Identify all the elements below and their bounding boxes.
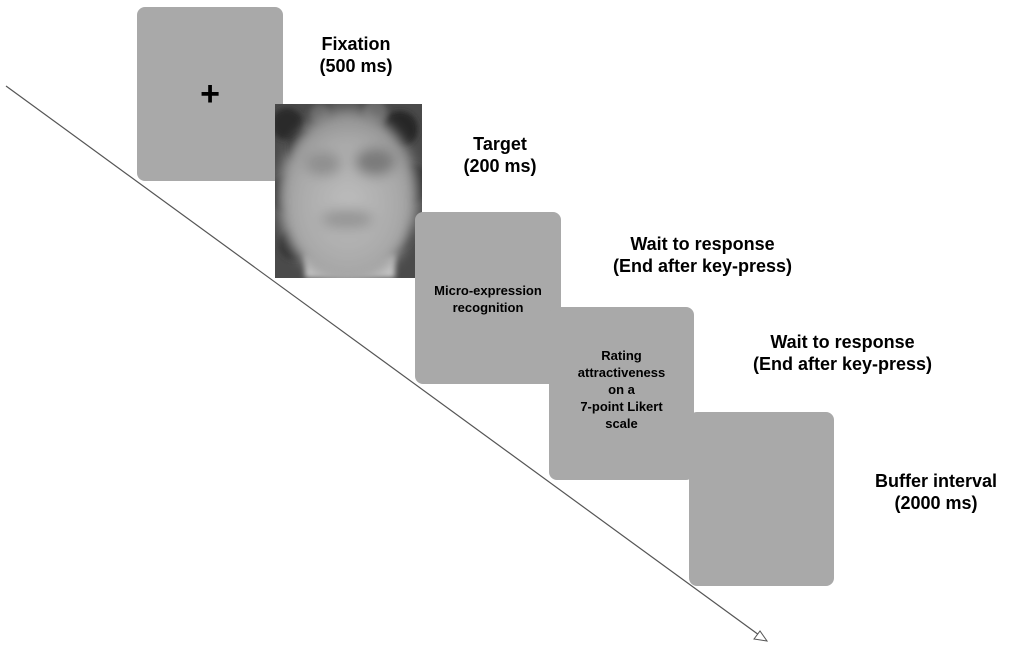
rating-text-line: on a [608, 382, 635, 397]
micro-expression-screen: Micro-expression recognition [415, 212, 561, 384]
rating-wait-label: Wait to response (End after key-press) [720, 331, 965, 375]
fixation-label: Fixation (500 ms) [286, 33, 426, 77]
micro-expression-wait-label-line: (End after key-press) [612, 256, 793, 276]
fixation-label-line: Fixation [321, 34, 391, 54]
rating-screen: Rating attractiveness on a 7-point Liker… [549, 307, 694, 480]
micro-expression-text-line: Micro-expression [434, 283, 542, 298]
rating-text-line: 7-point Likert [580, 399, 663, 414]
rating-text-line: Rating [601, 348, 642, 363]
buffer-label: Buffer interval (2000 ms) [856, 470, 1016, 514]
target-label-line: Target [473, 134, 527, 154]
fixation-screen: + [137, 7, 283, 181]
micro-expression-text-line: recognition [452, 300, 524, 315]
micro-expression-wait-label-line: Wait to response [630, 234, 775, 254]
rating-text: Rating attractiveness on a 7-point Liker… [563, 347, 680, 432]
target-face-image [275, 104, 422, 278]
buffer-label-line: (2000 ms) [894, 493, 978, 513]
target-label-line: (200 ms) [463, 156, 537, 176]
fixation-label-line: (500 ms) [319, 56, 393, 76]
target-label: Target (200 ms) [430, 133, 570, 177]
time-arrow-line [5, 85, 760, 636]
micro-expression-text: Micro-expression recognition [415, 282, 561, 316]
rating-text-line: attractiveness [577, 365, 666, 380]
rating-wait-label-line: Wait to response [770, 332, 915, 352]
rating-wait-label-line: (End after key-press) [752, 354, 933, 374]
rating-text-line: scale [605, 416, 638, 431]
time-arrow-head [753, 630, 769, 642]
buffer-label-line: Buffer interval [874, 471, 998, 491]
fixation-cross-icon: + [200, 75, 220, 113]
buffer-screen [689, 412, 834, 586]
micro-expression-wait-label: Wait to response (End after key-press) [580, 233, 825, 277]
blurred-face-icon [275, 104, 422, 278]
